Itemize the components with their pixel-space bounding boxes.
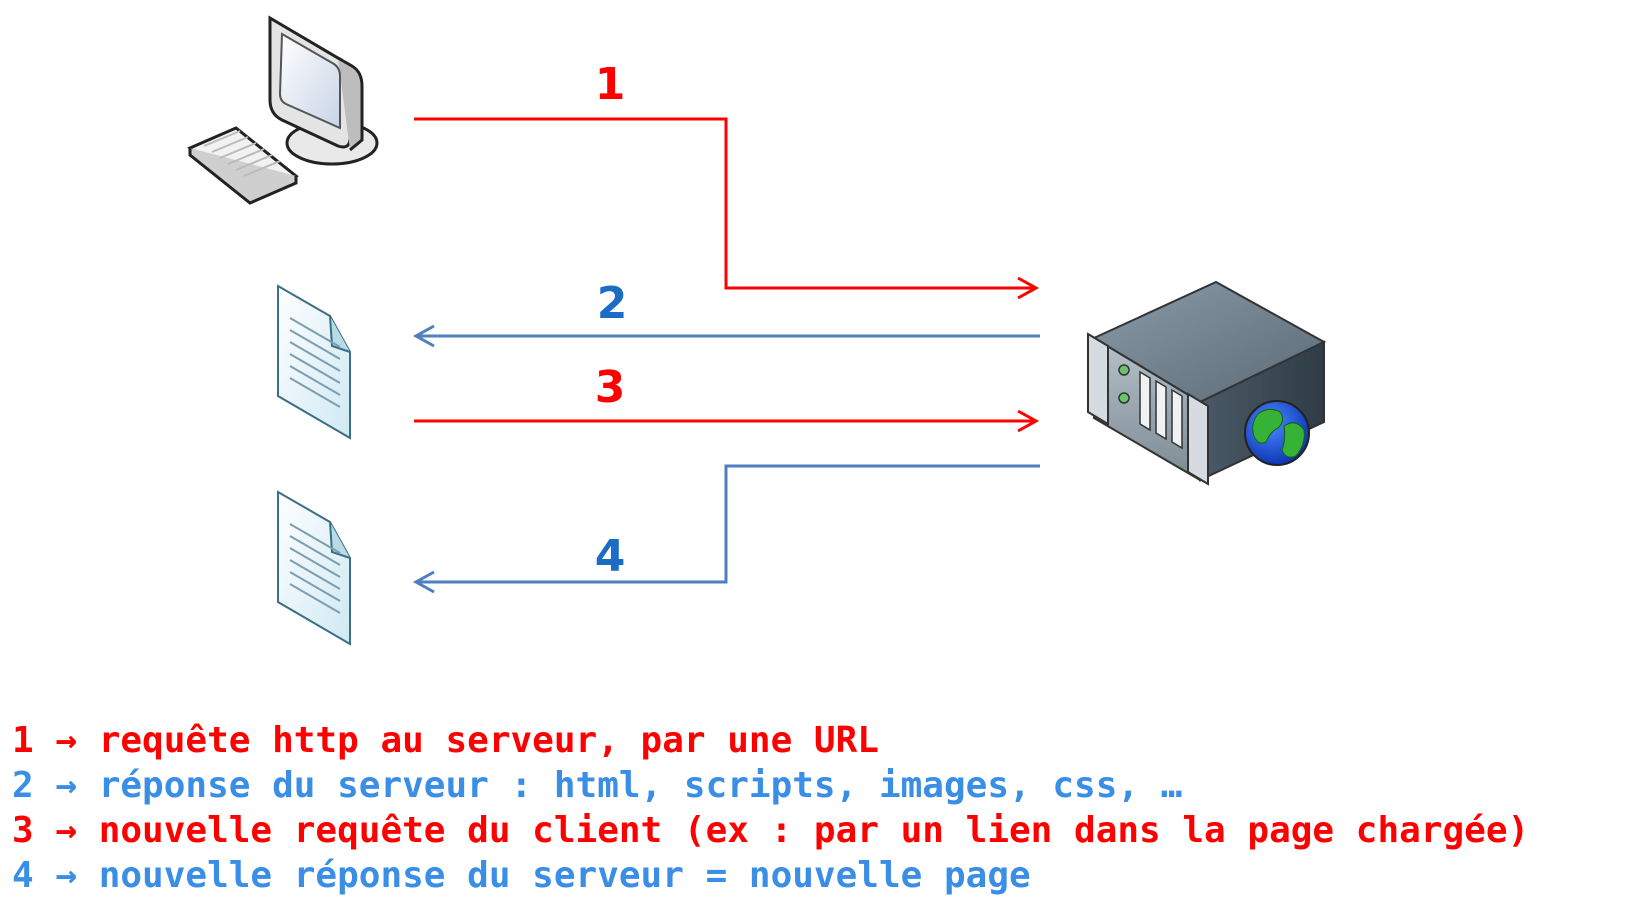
arrow-2-head <box>412 324 435 348</box>
document-icon <box>277 490 351 646</box>
arrow-number-1: 1 <box>595 59 626 110</box>
legend: 1 → requête http au serveur, par une URL… <box>12 718 1529 898</box>
globe-icon <box>1244 400 1310 466</box>
legend-item-4: 4 → nouvelle réponse du serveur = nouvel… <box>12 855 1031 896</box>
legend-item-2: 2 → réponse du serveur : html, scripts, … <box>12 765 1183 806</box>
document-icon <box>277 284 351 440</box>
arrow-number-2: 2 <box>597 278 628 329</box>
legend-item-3: 3 → nouvelle requête du client (ex : par… <box>12 810 1530 851</box>
desktop-computer-icon <box>187 15 379 205</box>
http-exchange-diagram: 1 2 3 4 <box>187 15 1327 646</box>
arrow-number-4: 4 <box>595 531 626 582</box>
arrow-1-line <box>414 117 1036 290</box>
arrow-3-head <box>1017 409 1040 433</box>
legend-item-1: 1 → requête http au serveur, par une URL <box>12 720 879 761</box>
arrow-1-head <box>1017 276 1040 300</box>
arrow-4-head <box>412 570 435 594</box>
arrow-number-3: 3 <box>595 362 626 413</box>
arrows-layer <box>412 117 1040 594</box>
arrow-4-line <box>416 464 1040 584</box>
